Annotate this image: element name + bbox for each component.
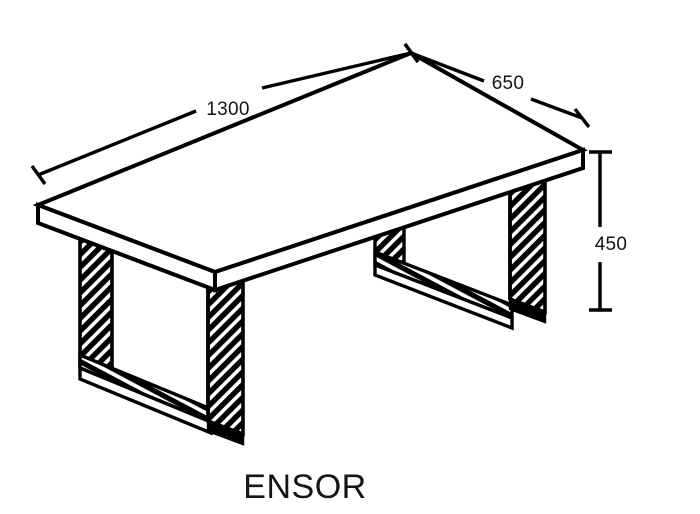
dimension-line-segment-b xyxy=(530,97,583,120)
dimension-label-height: 450 xyxy=(595,234,628,255)
dimension-line-segment-a xyxy=(37,109,197,177)
dimension-label-length: 1300 xyxy=(206,99,249,120)
table-top xyxy=(32,50,588,293)
leg-right-rail xyxy=(373,249,514,331)
leg-left-near-post xyxy=(206,265,245,446)
rail-front-face xyxy=(373,262,514,331)
dimension-line-segment-b xyxy=(261,51,412,90)
leg-left xyxy=(78,229,245,446)
product-title: ENSOR xyxy=(243,468,366,506)
dimension-label-depth: 650 xyxy=(492,73,525,94)
dimension-height-450: 450 xyxy=(589,150,628,312)
post-foot xyxy=(206,419,245,446)
dimension-depth-650: 650 xyxy=(403,43,591,129)
table-top-edge-front-right xyxy=(213,147,585,293)
post-outer-face xyxy=(206,265,245,437)
post-foot xyxy=(508,297,547,324)
dimension-length-1300: 1300 xyxy=(30,43,420,185)
dimension-line-segment-a xyxy=(410,51,485,83)
